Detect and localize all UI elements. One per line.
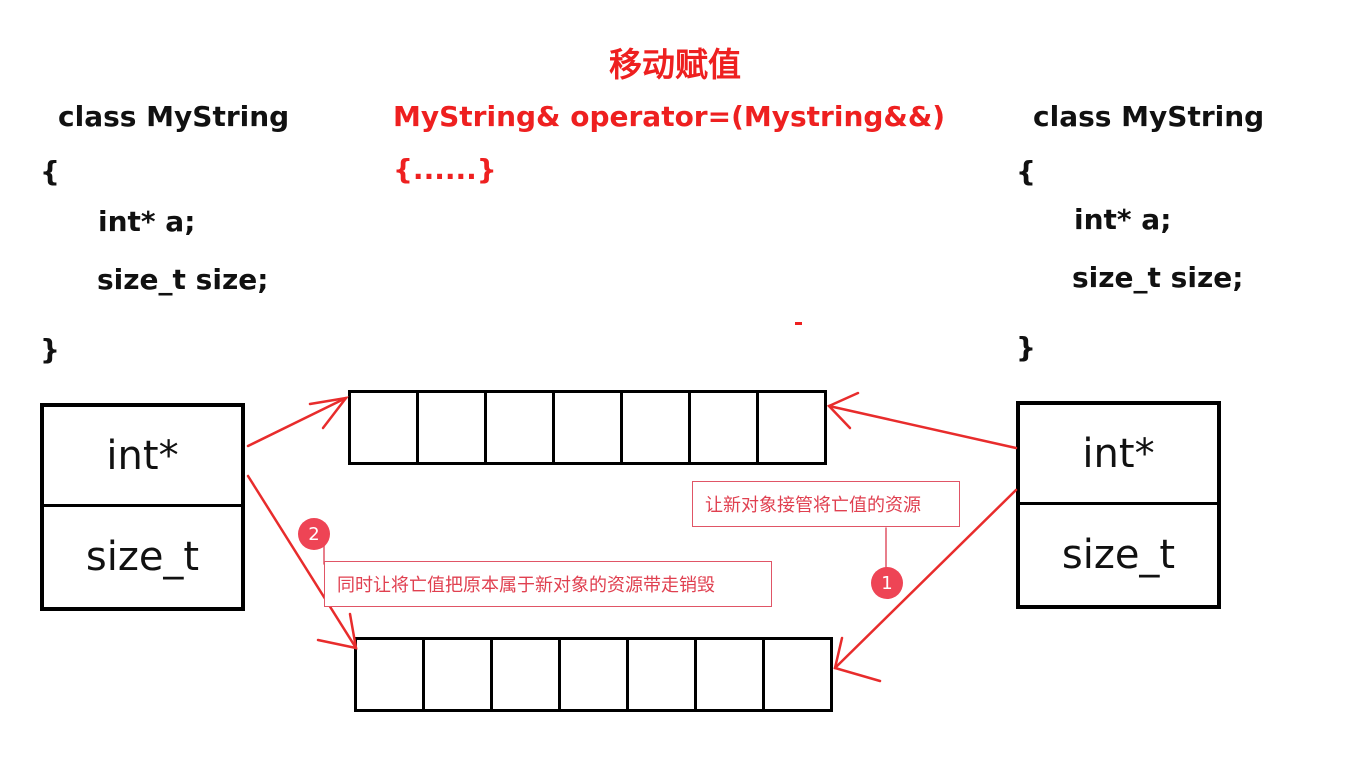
arrow-left-to-bottom-buffer-head [316, 612, 358, 650]
stray-mark [795, 322, 802, 325]
buffer-slot [493, 640, 561, 709]
note-2: 同时让将亡值把原本属于新对象的资源带走销毁 [324, 561, 772, 607]
left-object-size-field: size_t [85, 534, 200, 580]
arrow-right-to-top-buffer [827, 404, 1018, 450]
right-object-box: int* size_t [1016, 401, 1221, 609]
diagram-title: 移动赋值 [609, 45, 741, 84]
operator-body: {......} [393, 153, 497, 186]
right-object-size-field: size_t [1061, 532, 1176, 578]
buffer-slot [487, 393, 555, 462]
right-class-open-brace: { [1016, 155, 1036, 188]
buffer-slot [697, 640, 765, 709]
note-1: 让新对象接管将亡值的资源 [692, 481, 960, 527]
right-class-member-size: size_t size; [1072, 261, 1244, 294]
buffer-slot [623, 393, 691, 462]
left-object-pointer-field: int* [44, 407, 241, 507]
bottom-buffer-array [354, 637, 833, 712]
buffer-slot [691, 393, 759, 462]
right-class-close-brace: } [1016, 331, 1036, 364]
buffer-slot [357, 640, 425, 709]
buffer-slot [425, 640, 493, 709]
left-class-close-brace: } [40, 333, 60, 366]
right-class-header: class MyString [1033, 100, 1265, 133]
buffer-slot [555, 393, 623, 462]
arrow-left-to-top-buffer [246, 396, 348, 448]
arrow-left-to-top-buffer-head [308, 396, 349, 430]
buffer-slot [419, 393, 487, 462]
left-class-open-brace: { [40, 155, 60, 188]
left-object-box: int* size_t [40, 403, 245, 611]
buffer-slot [561, 640, 629, 709]
right-class-member-a: int* a; [1074, 203, 1172, 236]
note-1-badge: 1 [871, 567, 903, 599]
buffer-slot [351, 393, 419, 462]
note-2-badge: 2 [298, 518, 330, 550]
arrow-right-to-bottom-buffer [833, 488, 1018, 670]
top-buffer-array [348, 390, 827, 465]
operator-signature: MyString& operator=(Mystring&&) [393, 100, 946, 133]
left-class-header: class MyString [58, 100, 290, 133]
left-class-member-size: size_t size; [97, 263, 269, 296]
arrow-left-to-bottom-buffer [246, 474, 358, 650]
arrow-right-to-top-buffer-head [826, 391, 860, 430]
arrow-right-to-bottom-buffer-head [833, 636, 882, 683]
left-class-member-a: int* a; [98, 205, 196, 238]
buffer-slot [629, 640, 697, 709]
right-object-pointer-field: int* [1020, 405, 1217, 505]
